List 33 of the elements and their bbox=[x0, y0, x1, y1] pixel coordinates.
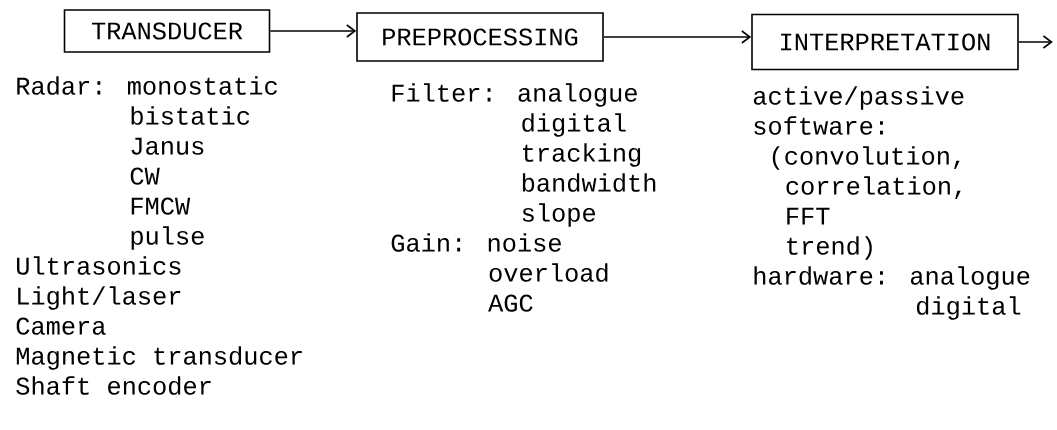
list-item: tracking bbox=[523, 143, 641, 167]
list-item: software: bbox=[754, 116, 883, 135]
arrow bbox=[269, 24, 357, 38]
list-item: FMCW bbox=[131, 197, 191, 215]
list-item: overload bbox=[489, 263, 608, 282]
list-item: (convolution, bbox=[772, 146, 960, 170]
list-item: Shaft encoder bbox=[16, 376, 211, 395]
list-item: Gain: noise bbox=[391, 233, 561, 252]
list-item: active/passive bbox=[753, 86, 964, 110]
list-item: Light/laser bbox=[18, 286, 181, 310]
arrow bbox=[1018, 35, 1053, 49]
list-item: slope bbox=[522, 203, 595, 227]
list-item: CW bbox=[130, 167, 160, 185]
list-item: correlation, bbox=[786, 176, 961, 199]
list-item: Janus bbox=[131, 137, 204, 155]
list-item: bistatic bbox=[131, 106, 250, 125]
list-item: bandwidth bbox=[522, 173, 656, 192]
list-item: digital bbox=[522, 113, 626, 137]
list-item: hardware: analogue bbox=[754, 266, 1030, 290]
list-item: Radar: monostatic bbox=[17, 76, 277, 95]
list-item: Filter: analogue bbox=[392, 83, 637, 107]
process-box: TRANSDUCER bbox=[63, 9, 271, 53]
list-item: trend) bbox=[787, 236, 872, 260]
list-item: AGC bbox=[488, 294, 533, 312]
list-item: FFT bbox=[787, 207, 830, 225]
process-box: INTERPRETATION bbox=[751, 13, 1019, 71]
process-box: PREPROCESSING bbox=[356, 12, 604, 62]
list-item: Ultrasonics bbox=[17, 256, 181, 275]
list-item: Camera bbox=[16, 317, 106, 335]
list-item: Magnetic transducer bbox=[16, 346, 302, 370]
list-item: digital bbox=[917, 296, 1021, 320]
arrow bbox=[603, 30, 752, 44]
list-item: pulse bbox=[131, 226, 204, 250]
